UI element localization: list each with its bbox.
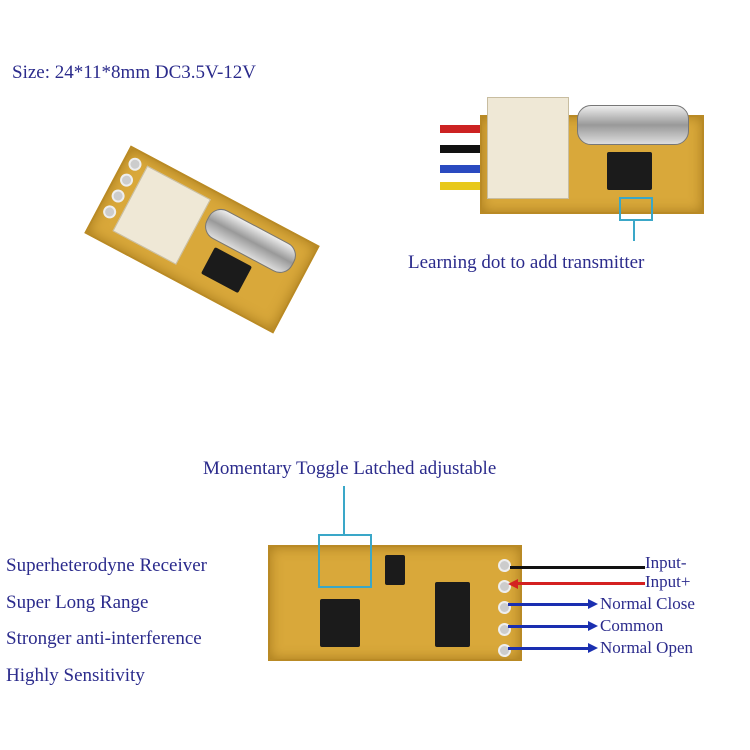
- terminal-label: Common: [600, 616, 664, 635]
- learning-label: Learning dot to add transmitter: [408, 252, 645, 273]
- feature-item: Highly Sensitivity: [6, 665, 145, 686]
- ic-chip: [607, 152, 652, 190]
- ic-chip: [320, 599, 360, 647]
- mode-label: Momentary Toggle Latched adjustable: [203, 458, 497, 479]
- relay-driver: [435, 582, 470, 647]
- feature-item: Stronger anti-interference: [6, 628, 202, 649]
- receiver-board-terminal-view: [268, 545, 522, 661]
- learning-dot-callout: [619, 197, 653, 221]
- crystal: [577, 105, 689, 145]
- terminal-label: Input-: [645, 553, 687, 572]
- terminal-label: Input+: [645, 572, 691, 591]
- feature-item: Superheterodyne Receiver: [6, 555, 207, 576]
- terminal-label: Normal Close: [600, 594, 695, 613]
- relay: [487, 97, 569, 199]
- mode-jumper-callout: [318, 534, 372, 588]
- feature-item: Super Long Range: [6, 592, 149, 613]
- wire-input-plus: [518, 582, 645, 585]
- terminal-label: Normal Open: [600, 638, 694, 657]
- spec-text: Size: 24*11*8mm DC3.5V-12V: [12, 62, 257, 83]
- wire-input-minus: [510, 566, 645, 569]
- receiver-board-side-view: [480, 97, 704, 214]
- receiver-board-top-view: [84, 145, 320, 334]
